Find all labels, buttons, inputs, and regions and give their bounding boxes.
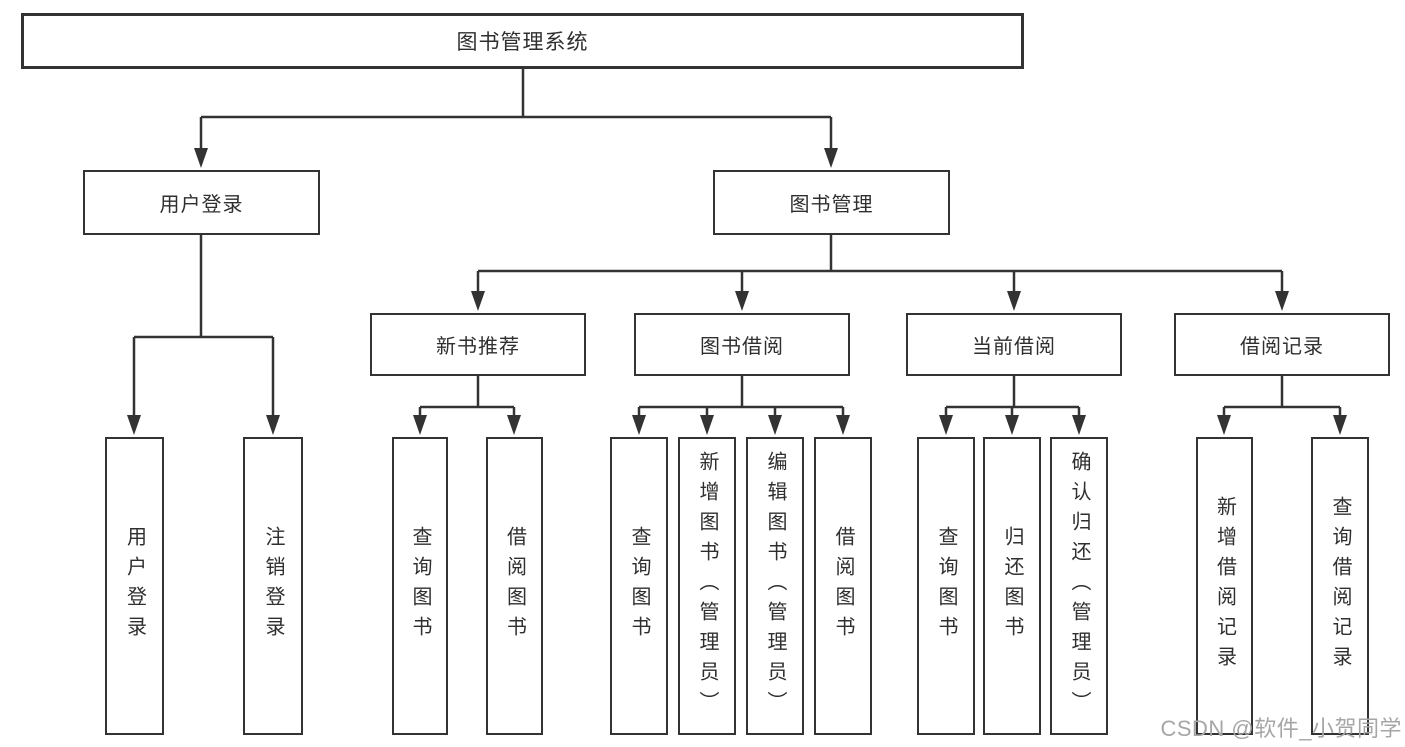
leaf-user-login: 用户登录 — [105, 437, 164, 735]
node-label: 查询图书 — [409, 526, 431, 646]
node-label: 借阅记录 — [1240, 336, 1324, 358]
node-new-book-recommend: 新书推荐 — [370, 313, 586, 376]
leaf-query-borrow-record: 查询借阅记录 — [1311, 437, 1369, 735]
csdn-watermark: CSDN @软件_小贺同学 — [1160, 716, 1402, 741]
leaf-return-books: 归还图书 — [983, 437, 1041, 735]
node-label: 编辑图书（管理员） — [764, 451, 786, 721]
node-label: 图书借阅 — [700, 336, 784, 358]
node-borrow-records: 借阅记录 — [1174, 313, 1390, 376]
leaf-query-books-current: 查询图书 — [917, 437, 975, 735]
node-label: 借阅图书 — [503, 526, 526, 646]
leaf-borrow-books: 借阅图书 — [814, 437, 872, 735]
node-label: 当前借阅 — [972, 336, 1056, 358]
node-label: 确认归还（管理员） — [1068, 451, 1090, 721]
leaf-confirm-return-admin: 确认归还（管理员） — [1050, 437, 1108, 735]
leaf-add-borrow-record: 新增借阅记录 — [1196, 437, 1253, 735]
node-label: 查询图书 — [628, 526, 650, 646]
node-book-management-branch: 图书管理 — [713, 170, 950, 235]
node-label: 图书管理 — [789, 194, 874, 216]
node-label: 查询图书 — [935, 526, 957, 646]
leaf-borrow-books-recommend: 借阅图书 — [486, 437, 543, 735]
node-label: 图书管理系统 — [456, 31, 589, 54]
leaf-logout: 注销登录 — [243, 437, 303, 735]
node-book-borrow: 图书借阅 — [634, 313, 850, 376]
node-label: 注销登录 — [262, 526, 284, 646]
leaf-edit-books-admin: 编辑图书（管理员） — [746, 437, 804, 735]
node-user-login-branch: 用户登录 — [83, 170, 320, 235]
node-current-borrow: 当前借阅 — [906, 313, 1122, 376]
node-label: 用户登录 — [123, 526, 146, 646]
node-label: 借阅图书 — [832, 526, 854, 646]
node-label: 用户登录 — [159, 194, 244, 216]
node-label: 新书推荐 — [436, 336, 520, 358]
node-label: 查询借阅记录 — [1329, 496, 1351, 676]
node-label: 新增图书（管理员） — [696, 451, 718, 721]
leaf-query-books-recommend: 查询图书 — [392, 437, 448, 735]
node-label: 新增借阅记录 — [1213, 496, 1236, 676]
leaf-add-books-admin: 新增图书（管理员） — [678, 437, 736, 735]
node-label: 归还图书 — [1001, 526, 1023, 646]
leaf-query-books: 查询图书 — [610, 437, 668, 735]
node-system-root: 图书管理系统 — [21, 13, 1024, 69]
